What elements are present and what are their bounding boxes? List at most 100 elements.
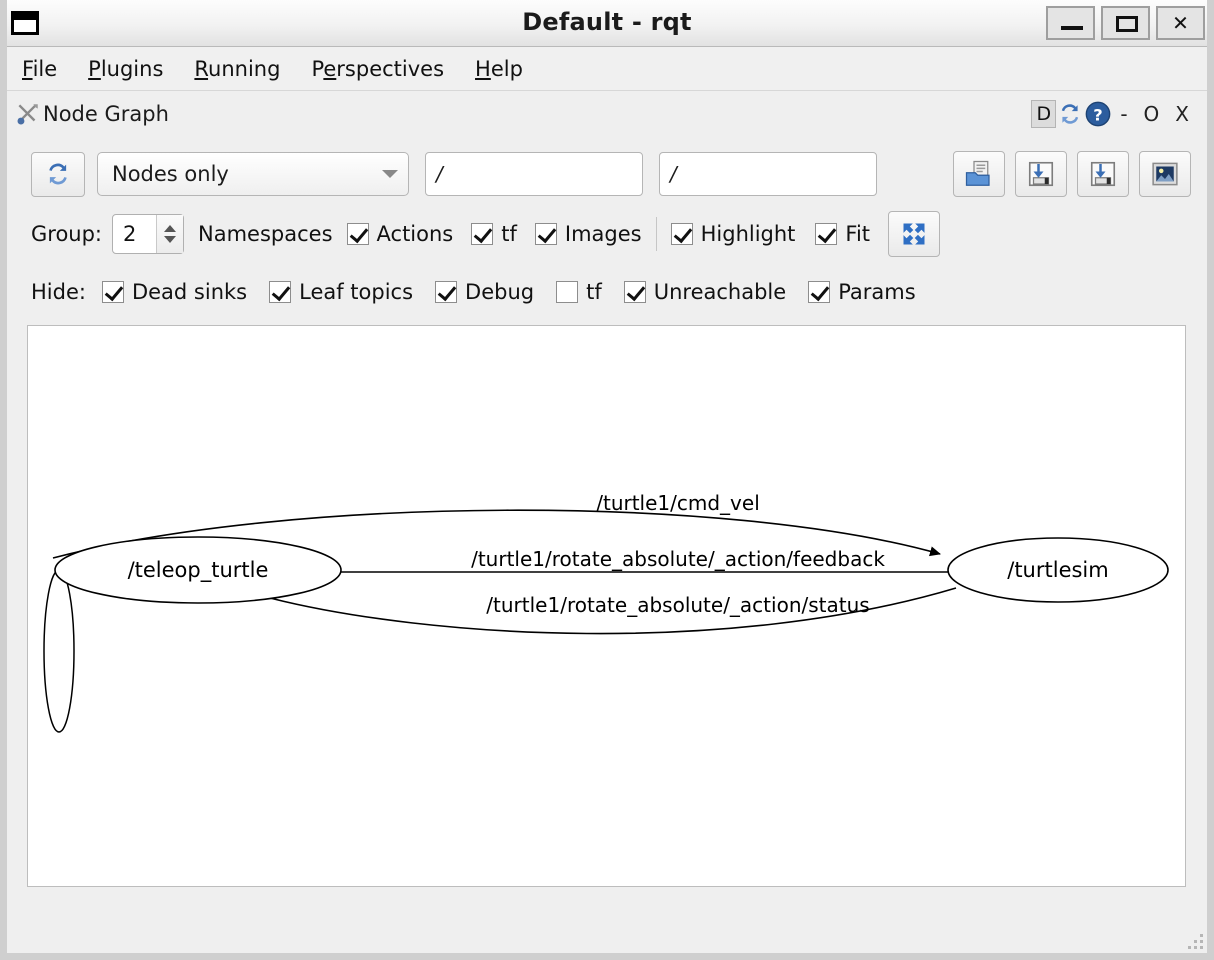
edge-label-feedback: /turtle1/rotate_absolute/_action/feedbac… <box>471 547 885 571</box>
refresh-graph-icon <box>49 163 67 185</box>
checkbox-params-label: Params <box>838 280 916 304</box>
fit-in-view-button[interactable] <box>888 211 941 257</box>
minimize-icon <box>1061 26 1083 30</box>
checkbox-leaf-topics[interactable]: Leaf topics <box>269 280 413 304</box>
save-image-button[interactable] <box>1139 151 1191 197</box>
close-icon: ✕ <box>1172 11 1189 35</box>
edge-label-cmd-vel: /turtle1/cmd_vel <box>596 491 760 515</box>
help-icon[interactable]: ? <box>1084 100 1112 128</box>
image-icon <box>1152 162 1178 186</box>
checkbox-dead-sinks-label: Dead sinks <box>131 280 248 304</box>
toolbar-row-options: Group: 2 Namespaces Actions tf Images Hi… <box>7 210 1207 258</box>
topic-filter-input[interactable]: / <box>659 152 877 196</box>
resize-grip[interactable] <box>1181 927 1203 949</box>
menu-perspectives[interactable]: Perspectives <box>311 56 445 81</box>
checkbox-params[interactable]: Params <box>808 280 916 304</box>
toolbar-row-filters: Nodes only / / <box>7 148 1207 200</box>
checkbox-tf[interactable]: tf <box>471 222 517 246</box>
graph-mode-value: Nodes only <box>112 162 229 186</box>
checkbox-highlight[interactable]: Highlight <box>670 222 795 246</box>
checkbox-dead-sinks-box[interactable] <box>101 281 124 303</box>
close-button[interactable]: ✕ <box>1156 6 1205 40</box>
window-title-bar: Default - rqt ✕ <box>7 0 1207 47</box>
checkbox-hide-tf-label: tf <box>586 280 602 304</box>
toolbar-row-hide: Hide: Dead sinks Leaf topics Debug tf Un… <box>7 268 1207 316</box>
node-turtlesim[interactable] <box>947 537 1169 603</box>
checkbox-debug[interactable]: Debug <box>435 280 534 304</box>
svg-text:?: ? <box>1094 105 1103 124</box>
checkbox-unreachable[interactable]: Unreachable <box>623 280 787 304</box>
save-svg-button[interactable] <box>1077 151 1129 197</box>
maximize-icon <box>1116 16 1138 32</box>
dock-minimize-button[interactable]: - <box>1120 102 1128 126</box>
checkbox-debug-box[interactable] <box>435 281 458 303</box>
refresh-icon[interactable] <box>1056 100 1084 128</box>
checkbox-params-box[interactable] <box>808 281 831 303</box>
checkbox-tf-label: tf <box>501 222 517 246</box>
node-turtlesim-label: /turtlesim <box>1007 558 1108 582</box>
hide-label: Hide: <box>31 280 86 304</box>
node-teleop-turtle-label: /teleop_turtle <box>128 558 269 583</box>
load-dot-button[interactable] <box>953 151 1005 197</box>
node-graph-svg[interactable]: /teleop_turtle /turtlesim /turtle1/cmd_v… <box>28 326 1185 886</box>
graph-mode-select[interactable]: Nodes only <box>97 152 409 196</box>
spin-down-icon[interactable] <box>164 236 177 243</box>
checkbox-leaf-topics-box[interactable] <box>269 281 292 303</box>
dock-close-button[interactable]: X <box>1175 102 1189 126</box>
minimize-button[interactable] <box>1046 6 1095 40</box>
checkbox-tf-box[interactable] <box>471 223 494 245</box>
checkbox-fit-label: Fit <box>845 222 871 246</box>
save-dot-button[interactable] <box>1015 151 1067 197</box>
toolbar-separator <box>655 217 657 251</box>
checkbox-images-box[interactable] <box>534 223 557 245</box>
node-graph-canvas[interactable]: /teleop_turtle /turtlesim /turtle1/cmd_v… <box>27 325 1186 887</box>
checkbox-actions-box[interactable] <box>346 223 369 245</box>
group-spinbox[interactable]: 2 <box>112 214 185 254</box>
node-teleop-turtle[interactable] <box>54 536 342 604</box>
toolbar-action-buttons <box>953 151 1207 197</box>
window-controls: ✕ <box>1046 6 1205 40</box>
menu-running[interactable]: Running <box>194 56 281 81</box>
menu-help[interactable]: Help <box>475 56 523 81</box>
group-label: Group: <box>31 222 103 246</box>
edge-cmd-vel <box>52 509 941 559</box>
dock-float-button[interactable]: O <box>1143 102 1160 126</box>
checkbox-highlight-box[interactable] <box>670 223 693 245</box>
fit-in-view-icon <box>903 223 925 245</box>
checkbox-actions[interactable]: Actions <box>346 222 454 246</box>
dock-d-button[interactable]: D <box>1031 100 1057 128</box>
chevron-down-icon <box>382 170 398 178</box>
checkbox-debug-label: Debug <box>465 280 535 304</box>
save-dot-icon <box>1028 161 1054 187</box>
checkbox-hide-tf[interactable]: tf <box>556 280 602 304</box>
refresh-graph-button[interactable] <box>31 151 85 197</box>
menu-file[interactable]: File <box>22 56 58 81</box>
tools-icon <box>17 104 38 125</box>
checkbox-actions-label: Actions <box>376 222 454 246</box>
namespace-filter-input[interactable]: / <box>425 152 643 196</box>
group-value: 2 <box>123 222 137 246</box>
dock-title-bar: Node Graph D ? - O X <box>7 92 1207 136</box>
dock-title-label: Node Graph <box>43 102 169 126</box>
menu-plugins[interactable]: Plugins <box>88 56 164 81</box>
checkbox-unreachable-box[interactable] <box>623 281 646 303</box>
checkbox-fit[interactable]: Fit <box>815 222 870 246</box>
menu-bar: File Plugins Running Perspectives Help <box>7 47 1207 91</box>
checkbox-fit-box[interactable] <box>815 223 838 245</box>
spin-up-icon[interactable] <box>164 225 177 232</box>
maximize-button[interactable] <box>1101 6 1150 40</box>
checkbox-unreachable-label: Unreachable <box>653 280 787 304</box>
open-folder-icon <box>965 160 990 186</box>
checkbox-dead-sinks[interactable]: Dead sinks <box>101 280 248 304</box>
edge-status <box>259 587 957 635</box>
edge-label-status: /turtle1/rotate_absolute/_action/status <box>486 593 869 617</box>
checkbox-hide-tf-box[interactable] <box>556 281 579 303</box>
save-svg-icon <box>1090 161 1116 187</box>
window-title: Default - rqt <box>522 8 692 36</box>
namespaces-label: Namespaces <box>198 222 333 246</box>
checkbox-images-label: Images <box>564 222 642 246</box>
checkbox-images[interactable]: Images <box>534 222 642 246</box>
dock-buttons: D ? - O X <box>1031 92 1197 136</box>
spinbox-arrows[interactable] <box>156 215 184 253</box>
